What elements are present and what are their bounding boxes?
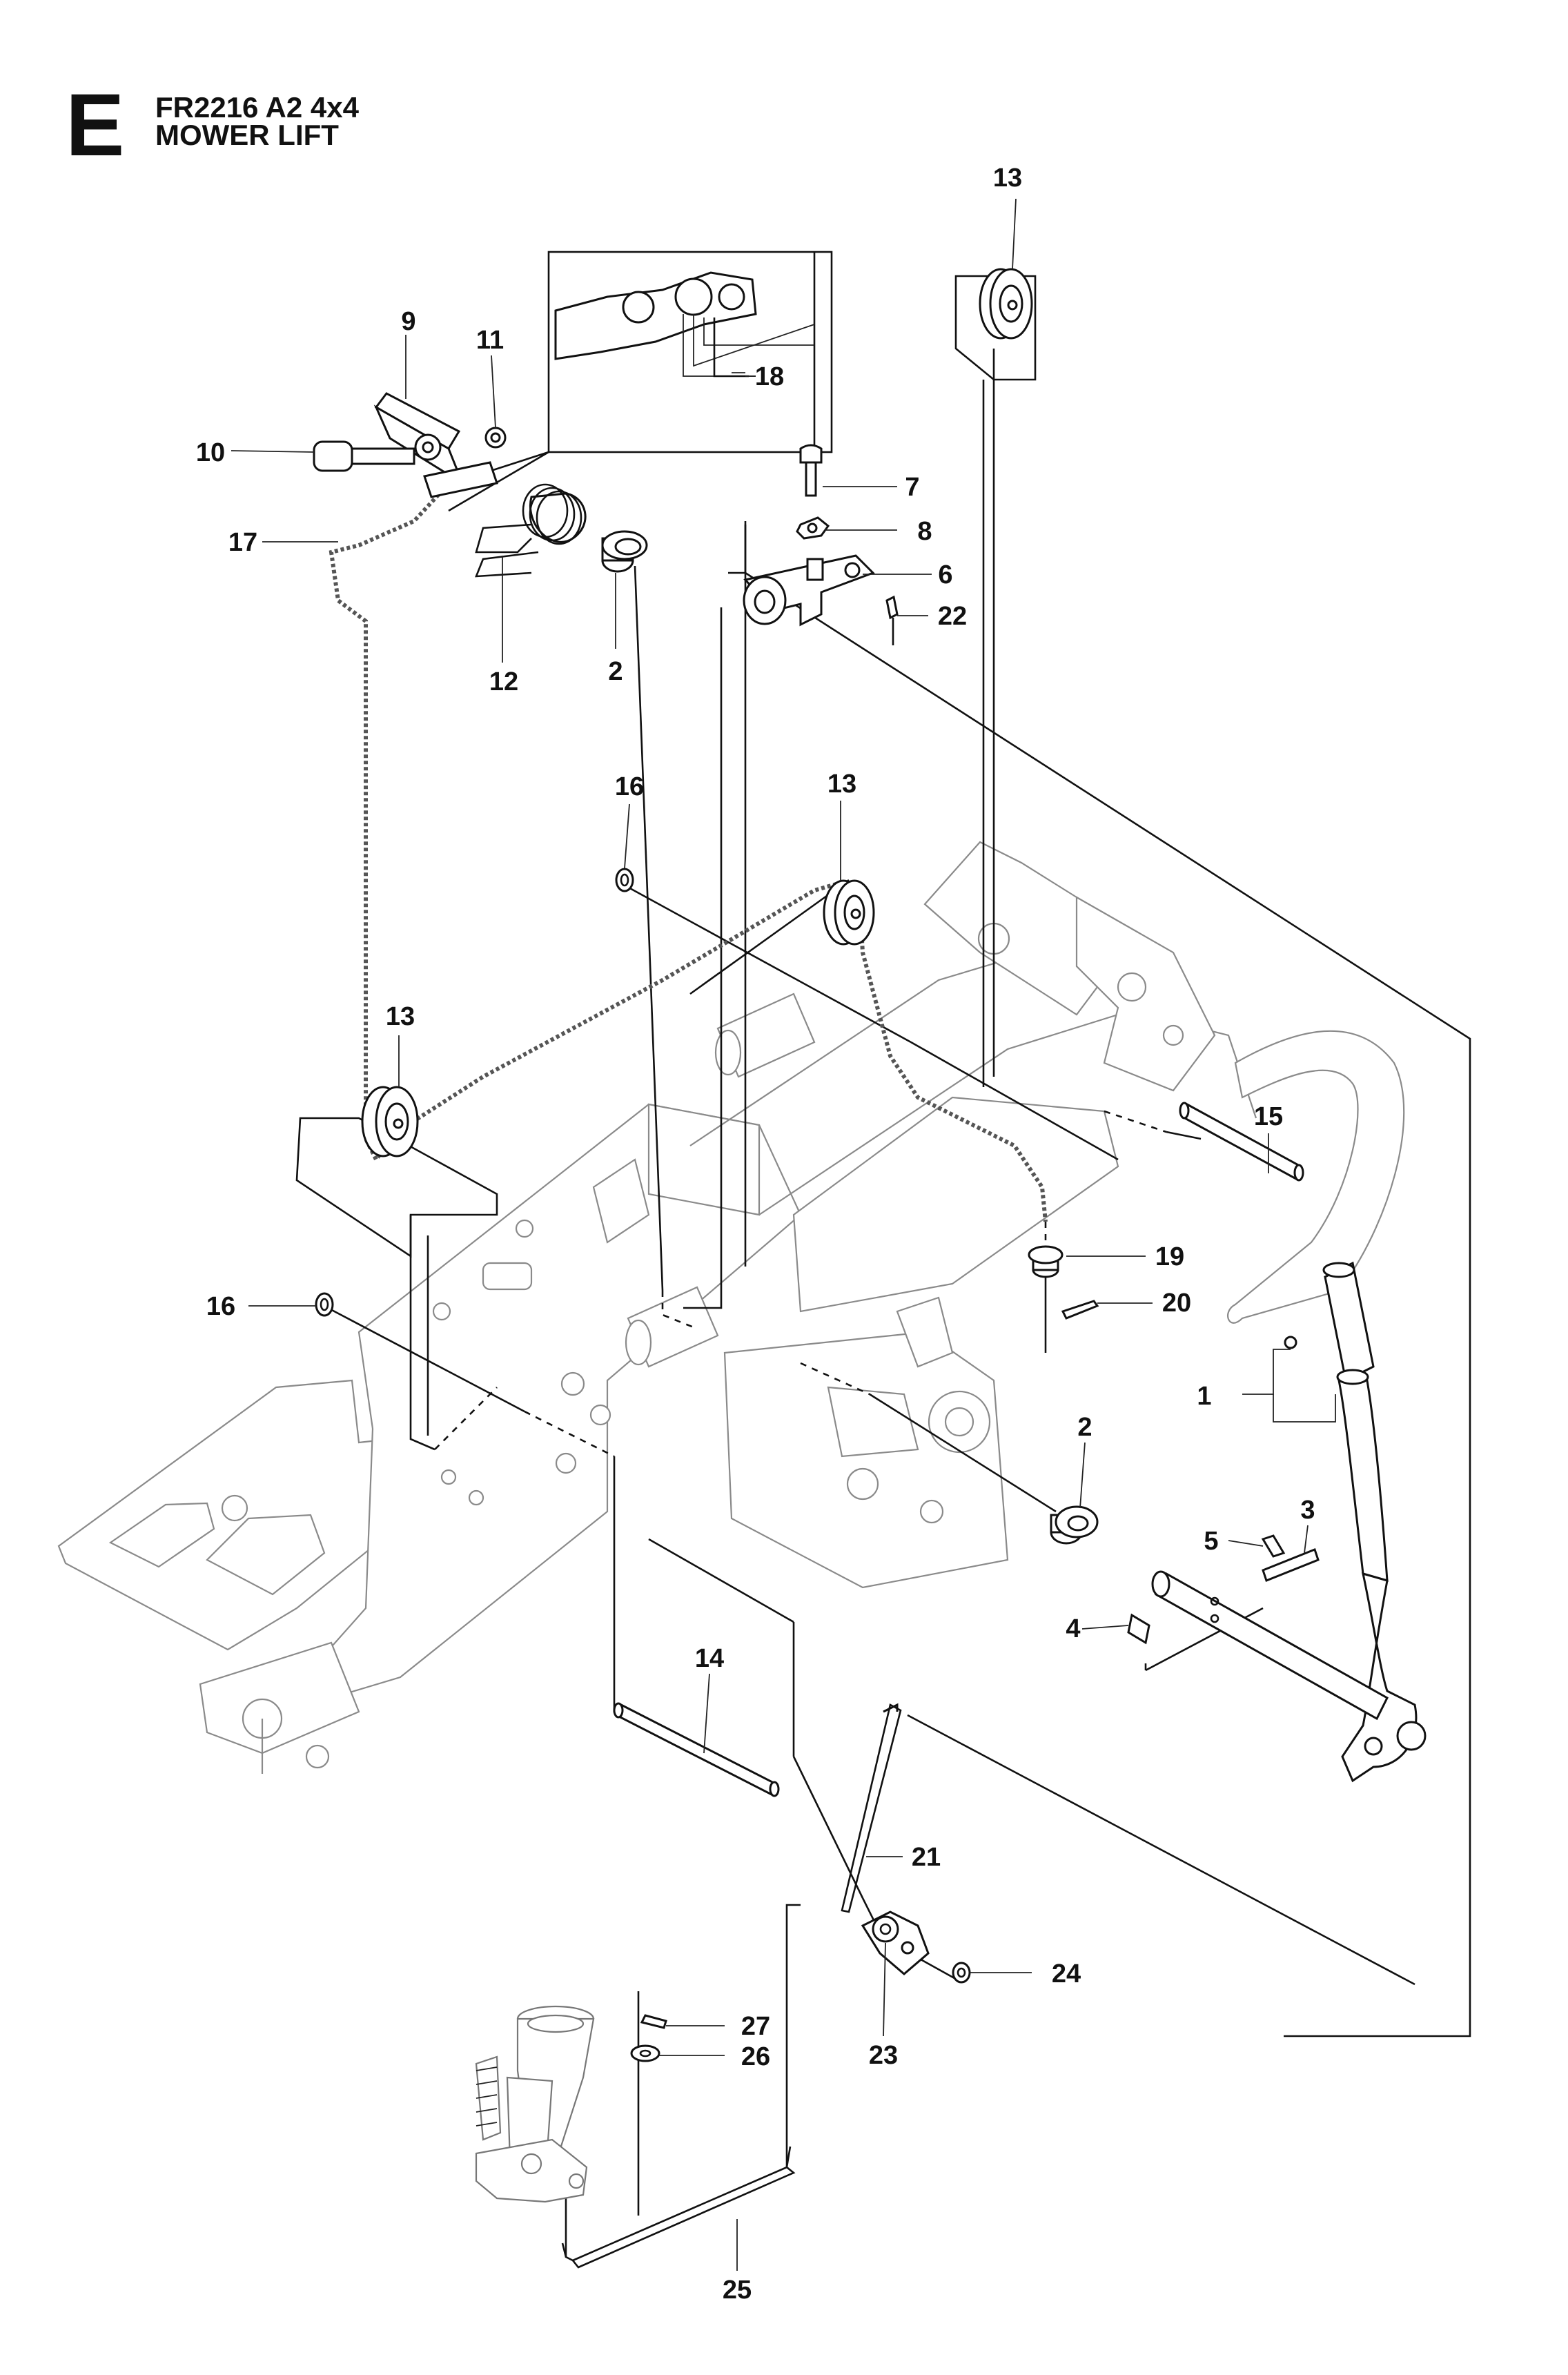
- pulley-lower: [295, 1086, 498, 1258]
- callout-leaders: [231, 198, 1336, 2271]
- callout-18: 18: [755, 362, 784, 391]
- callout-22: 22: [938, 602, 967, 631]
- pivot-pin-15: [1179, 1102, 1304, 1182]
- callout-26: 26: [741, 2042, 770, 2071]
- callout-2-lower: 2: [1077, 1413, 1092, 1442]
- callout-24: 24: [1052, 1959, 1081, 1988]
- lift-arm-23: [861, 1910, 930, 1975]
- callout-3: 3: [1300, 1496, 1315, 1525]
- callout-11: 11: [476, 326, 504, 355]
- bushing-upper: [601, 530, 648, 573]
- callout-4: 4: [1066, 1614, 1080, 1643]
- model-name: FR2216 A2 4x4: [155, 91, 359, 124]
- pin-20: [1061, 1300, 1099, 1320]
- section-letter: E: [66, 76, 125, 175]
- pulley-top: [954, 268, 1037, 381]
- cable-bracket: [743, 444, 899, 645]
- callout-15: 15: [1254, 1102, 1283, 1131]
- pin-27: [640, 2014, 667, 2029]
- callout-13-middle: 13: [827, 770, 856, 799]
- callout-6: 6: [938, 560, 952, 589]
- callout-27: 27: [741, 2012, 770, 2041]
- callout-13-top: 13: [993, 164, 1022, 193]
- callout-13-lower: 13: [386, 1002, 415, 1031]
- callout-19: 19: [1155, 1242, 1184, 1271]
- lift-rod-21: [841, 1703, 902, 1913]
- clip-24: [952, 1962, 971, 1984]
- washer-26: [630, 2044, 660, 2062]
- pulley-middle: [823, 879, 875, 946]
- callout-20: 20: [1162, 1289, 1191, 1318]
- callout-5: 5: [1204, 1527, 1218, 1556]
- clip-lower: [315, 1292, 334, 1317]
- tractor-frame: [57, 841, 1405, 1774]
- callout-21: 21: [912, 1843, 941, 1872]
- bushing-lower: [1050, 1505, 1099, 1545]
- torsion-spring: [475, 483, 587, 578]
- chain-link-inset: [441, 251, 833, 512]
- callout-1: 1: [1197, 1382, 1211, 1411]
- callout-17: 17: [228, 528, 257, 557]
- lift-rod-25: [561, 2146, 796, 2269]
- lift-chain: [329, 474, 1048, 1222]
- callout-23: 23: [869, 2041, 898, 2070]
- pivot-pin-14: [613, 1702, 780, 1797]
- deck-lift-post: [475, 2005, 595, 2203]
- callout-14: 14: [695, 1644, 724, 1673]
- clip-upper: [615, 868, 634, 892]
- callout-12: 12: [489, 667, 518, 696]
- callout-16-lower: 16: [206, 1292, 235, 1321]
- diagram-subtitle: MOWER LIFT: [155, 119, 339, 151]
- callout-2-upper: 2: [608, 657, 623, 686]
- lift-shaft: [1127, 1534, 1389, 1721]
- callout-16-upper: 16: [615, 772, 644, 801]
- callout-8: 8: [917, 517, 932, 546]
- bushing-19: [1028, 1245, 1064, 1278]
- lift-lever: [1284, 1261, 1427, 1783]
- callout-9: 9: [401, 307, 415, 336]
- callout-7: 7: [905, 473, 919, 502]
- callout-25: 25: [723, 2276, 752, 2305]
- callout-10: 10: [196, 438, 225, 467]
- chain-anchor-bracket: [313, 392, 507, 498]
- callouts: 1 2 2 3 4 5 6 7 8 9 10 11 12 13 13 13 14…: [196, 164, 1315, 2305]
